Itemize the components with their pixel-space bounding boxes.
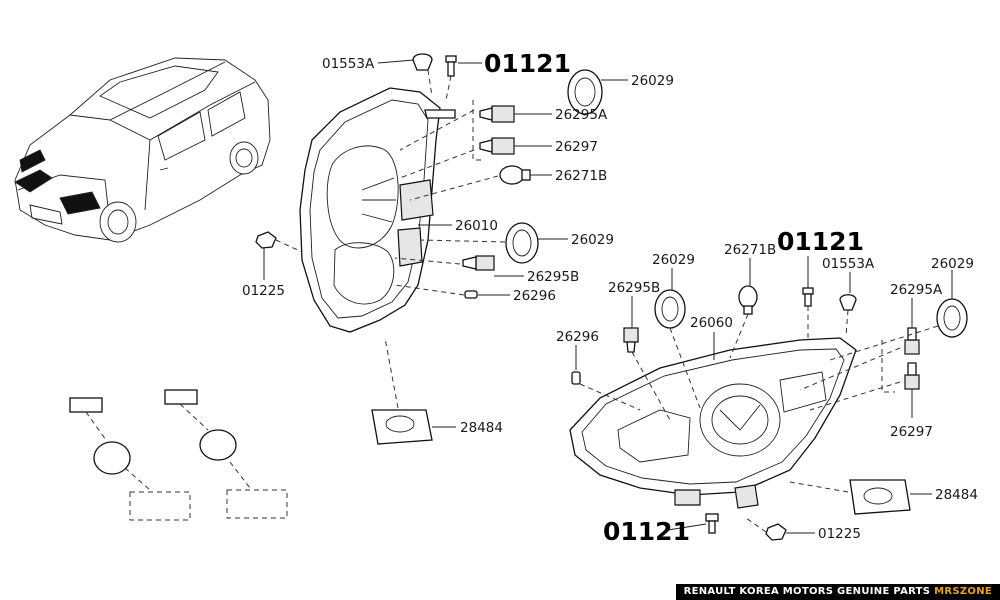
headlamp-right-26060 <box>569 337 857 509</box>
label-26010: 26010 <box>455 218 498 234</box>
label-26296-mid: 26296 <box>513 288 556 304</box>
bulb-26295B-r <box>623 327 639 353</box>
label-26295A-r: 26295A <box>890 282 943 298</box>
label-26060: 26060 <box>690 315 733 331</box>
bulb-26295A-top <box>479 105 515 123</box>
label-26295B-r: 26295B <box>608 280 660 296</box>
label-26029-r2: 26029 <box>931 256 974 272</box>
ballast-28484-left <box>371 409 433 445</box>
bulb-26295A-r <box>904 327 920 355</box>
bulb-26297-top <box>479 137 515 155</box>
label-01225-left: 01225 <box>242 283 285 299</box>
clip-01553A-top <box>412 53 433 71</box>
footer-brand: RENAULT KOREA MOTORS GENUINE PARTS <box>683 586 935 597</box>
bolt-01121-top <box>445 55 457 77</box>
clip-01553A-r <box>839 294 857 311</box>
label-26295B-mid: 26295B <box>527 269 579 285</box>
bulb-26271B-top <box>499 165 531 185</box>
label-01553A-top: 01553A <box>322 56 375 72</box>
label-01225-bottom: 01225 <box>818 526 861 542</box>
label-01121-right: 01121 <box>777 227 864 256</box>
label-01121-bottom: 01121 <box>603 517 690 546</box>
label-26271B-top: 26271B <box>555 168 607 184</box>
cap-26029-top <box>567 69 603 115</box>
headlamp-left-26010 <box>299 87 456 333</box>
footer-watermark: RENAULT KOREA MOTORS GENUINE PARTS MRSZO… <box>675 584 1000 600</box>
label-26297-r: 26297 <box>890 424 933 440</box>
nut-01225-left <box>255 231 277 249</box>
nut-01225-bottom <box>765 523 787 541</box>
label-01553A-r: 01553A <box>822 256 875 272</box>
bulb-box-2 <box>164 389 288 519</box>
label-01121-top: 01121 <box>484 49 571 78</box>
label-26029-mid: 26029 <box>571 232 614 248</box>
cap-26029-mid <box>505 222 539 264</box>
label-26295A-top: 26295A <box>555 107 608 123</box>
label-26029-top: 26029 <box>631 73 674 89</box>
label-28484-left: 28484 <box>460 420 503 436</box>
car-illustration <box>14 57 271 243</box>
bulb-26271B-r <box>738 285 758 315</box>
label-26297-top: 26297 <box>555 139 598 155</box>
bulb-26295B-mid <box>462 255 495 271</box>
bolt-01121-right <box>802 287 814 307</box>
bulb-26297-r <box>904 362 920 390</box>
label-26029-r1: 26029 <box>652 252 695 268</box>
callout-labels: 01553A 01121 26029 26295A 26297 26271B 2… <box>242 49 978 546</box>
leader-lines <box>85 59 953 534</box>
label-28484-r: 28484 <box>935 487 978 503</box>
cap-26029-r1 <box>654 289 686 329</box>
label-26271B-r: 26271B <box>724 242 776 258</box>
ballast-28484-r <box>849 479 911 515</box>
bulb-26296-mid <box>464 290 478 299</box>
bulb-26296-r <box>571 371 581 385</box>
footer-site: MRSZONE <box>934 586 992 597</box>
label-26296-r: 26296 <box>556 329 599 345</box>
bulb-box-1 <box>69 397 191 521</box>
cap-26029-r2 <box>936 298 968 338</box>
bolt-01121-bottom <box>705 513 719 534</box>
